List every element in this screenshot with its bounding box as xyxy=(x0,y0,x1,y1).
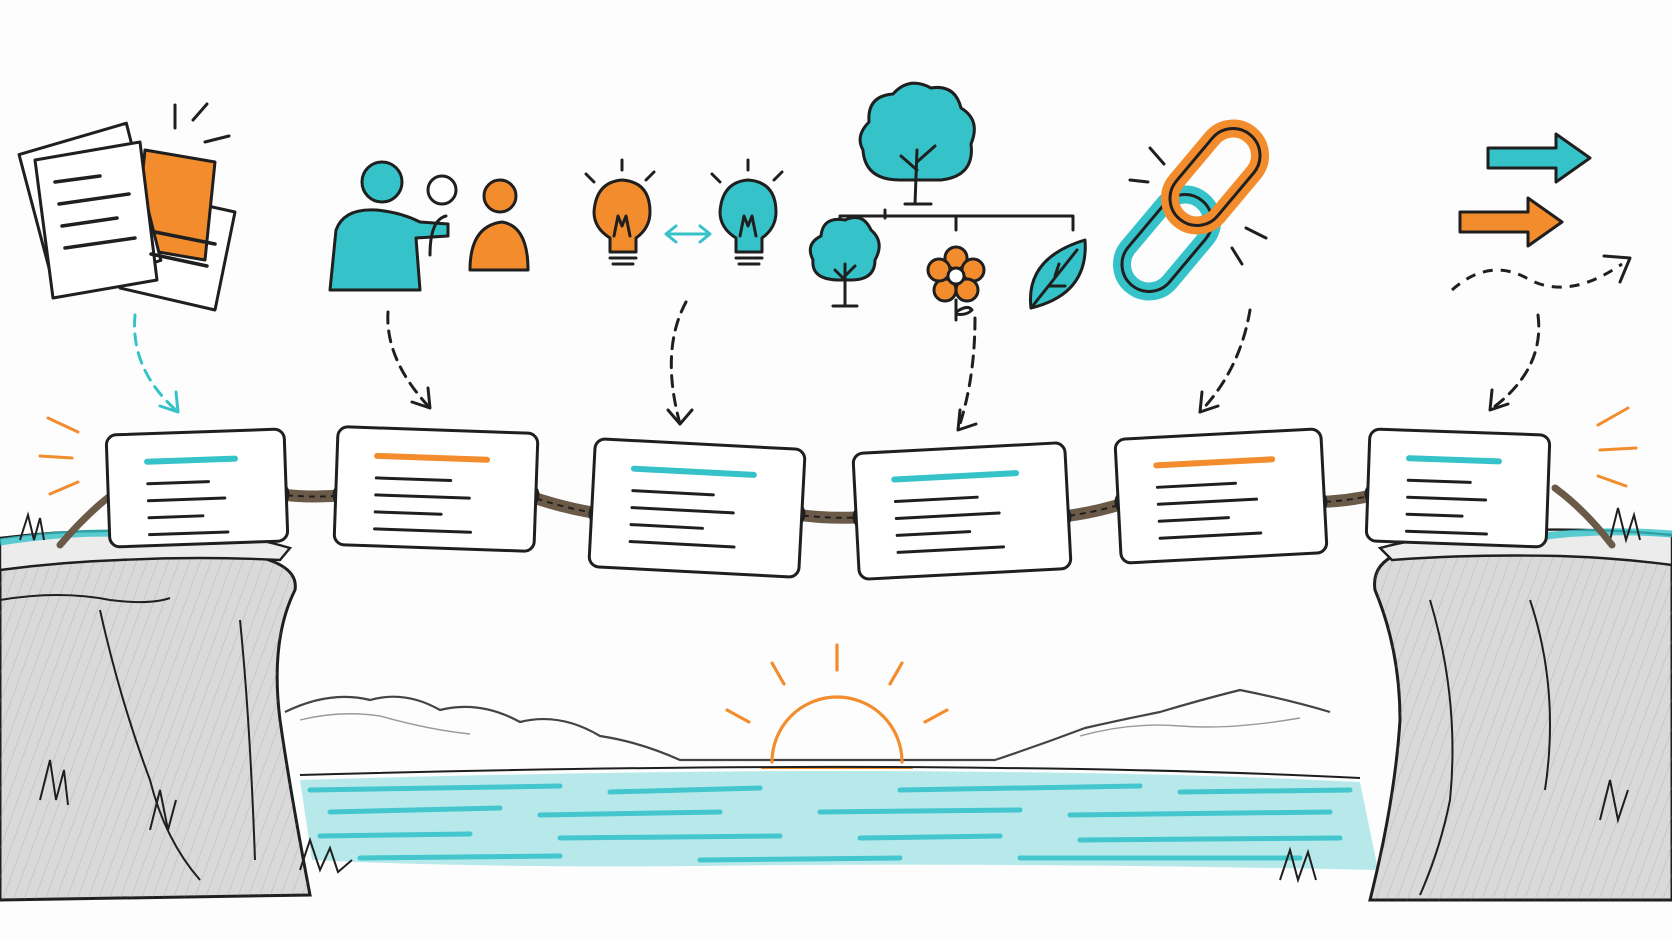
dashed-arrow xyxy=(666,300,694,426)
people-pointing-icon xyxy=(328,160,530,292)
dashed-arrow xyxy=(1198,308,1252,414)
left-sparkle xyxy=(38,416,80,496)
card-text-line xyxy=(630,506,735,515)
dashed-arrow xyxy=(1488,313,1541,412)
mountains xyxy=(284,688,1331,762)
card-heading-bar xyxy=(1153,456,1276,469)
card-text-line xyxy=(147,514,205,520)
card-text-line xyxy=(148,530,230,537)
dashed-arrows xyxy=(133,300,1541,432)
card-text-line xyxy=(631,489,715,497)
card-heading-bar xyxy=(144,455,238,465)
dashed-arrow xyxy=(133,313,180,414)
bridge-card xyxy=(851,441,1073,581)
sunset-icon xyxy=(725,643,949,769)
card-heading-bar xyxy=(374,452,491,463)
card-text-line xyxy=(373,510,443,516)
card-text-line xyxy=(1406,478,1472,484)
card-text-line xyxy=(374,476,453,483)
bridge-cards xyxy=(104,425,1552,581)
left-cliff xyxy=(0,511,353,902)
card-heading-bar xyxy=(630,465,757,478)
chain-link-icon xyxy=(1113,119,1269,301)
card-text-line xyxy=(893,495,979,503)
right-sparkle xyxy=(1596,406,1638,488)
dashed-arrow xyxy=(386,310,432,410)
right-cliff xyxy=(1279,507,1672,902)
forward-arrows-icon xyxy=(1451,132,1632,292)
card-text-line xyxy=(894,511,1001,520)
river xyxy=(299,765,1378,870)
card-text-line xyxy=(146,496,227,503)
card-text-line xyxy=(374,493,471,500)
tree-hierarchy-icon xyxy=(808,81,1087,322)
card-text-line xyxy=(628,540,736,549)
card-text-line xyxy=(1405,512,1464,518)
right-rope-anchor xyxy=(1551,484,1616,549)
card-heading-bar xyxy=(1406,455,1502,465)
card-text-line xyxy=(629,523,704,530)
landscape xyxy=(0,507,1672,902)
card-text-line xyxy=(146,480,211,486)
card-text-line xyxy=(1404,529,1488,536)
connected-ideas-icon xyxy=(584,158,784,266)
card-text-line xyxy=(1155,481,1237,489)
card-heading-bar xyxy=(891,470,1020,483)
card-text-line xyxy=(1406,495,1488,502)
card-text-line xyxy=(1158,531,1263,540)
card-text-line xyxy=(895,530,972,537)
card-text-line xyxy=(373,527,473,534)
card-text-line xyxy=(896,545,1006,554)
documents-icon xyxy=(17,102,237,312)
bridge-card xyxy=(587,437,807,579)
bridge-card xyxy=(1113,427,1329,565)
dashed-arrow xyxy=(956,316,978,432)
card-text-line xyxy=(1156,497,1258,506)
bridge-card xyxy=(104,427,290,549)
bridge-card xyxy=(332,425,540,553)
card-text-line xyxy=(1157,516,1230,523)
bridge-card xyxy=(1364,427,1552,549)
